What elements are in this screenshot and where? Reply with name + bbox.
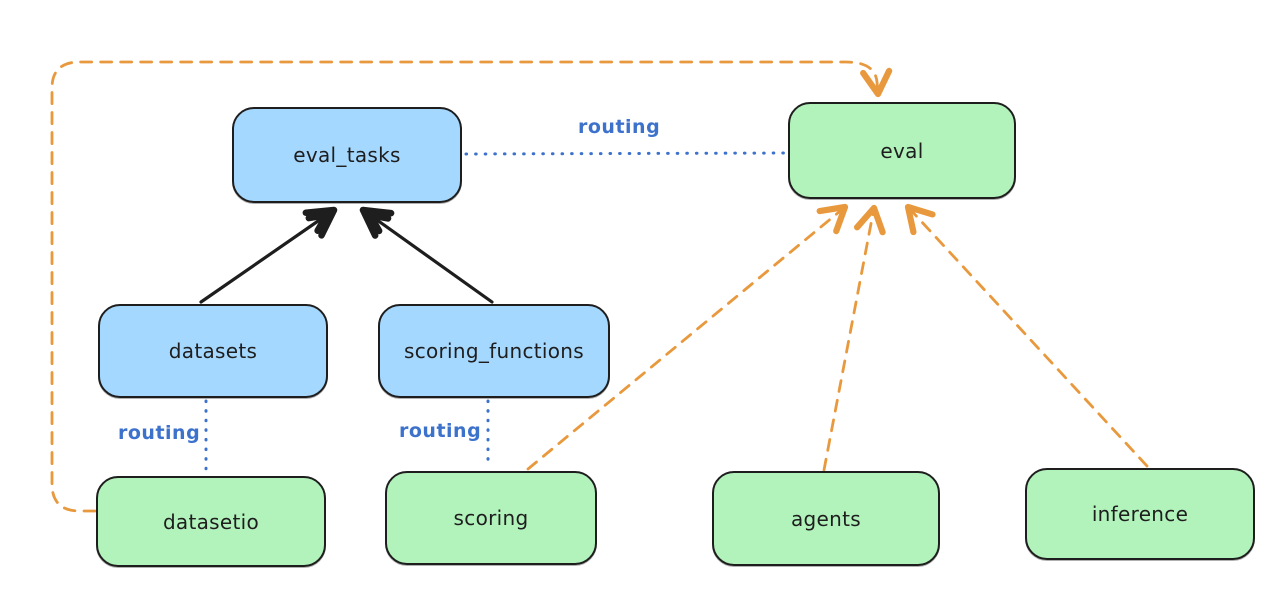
node-eval-tasks: eval_tasks: [232, 107, 462, 203]
node-scoring-label: scoring: [453, 506, 529, 530]
node-datasets: datasets: [98, 304, 328, 398]
routing-label-datasets-datasetio: routing: [118, 422, 201, 444]
edge-scoring-functions-to-eval-tasks: [359, 206, 494, 304]
node-datasets-label: datasets: [168, 339, 258, 363]
edge-eval-tasks-to-eval-routing: [464, 151, 787, 156]
routing-label-scoring-functions-scoring: routing: [399, 420, 482, 442]
node-agents-label: agents: [791, 506, 861, 531]
node-agents: agents: [712, 471, 940, 566]
edge-datasets-to-eval-tasks: [199, 206, 338, 304]
node-eval-label: eval: [880, 138, 924, 163]
node-scoring: scoring: [385, 471, 597, 565]
node-datasetio-label: datasetio: [162, 509, 260, 534]
node-inference-label: inference: [1091, 502, 1189, 526]
routing-label-eval-tasks-eval: routing: [578, 116, 661, 138]
node-eval-tasks-label: eval_tasks: [293, 143, 401, 167]
node-eval: eval: [788, 102, 1016, 199]
node-scoring-functions: scoring_functions: [378, 304, 610, 398]
edge-scoring-to-eval: [526, 203, 849, 471]
node-datasetio: datasetio: [96, 476, 326, 567]
node-inference: inference: [1025, 468, 1255, 560]
edge-agents-to-eval: [822, 204, 886, 472]
edge-datasetio-to-eval: [50, 60, 893, 513]
node-scoring-functions-label: scoring_functions: [403, 339, 585, 363]
edge-inference-to-eval: [904, 203, 1149, 468]
